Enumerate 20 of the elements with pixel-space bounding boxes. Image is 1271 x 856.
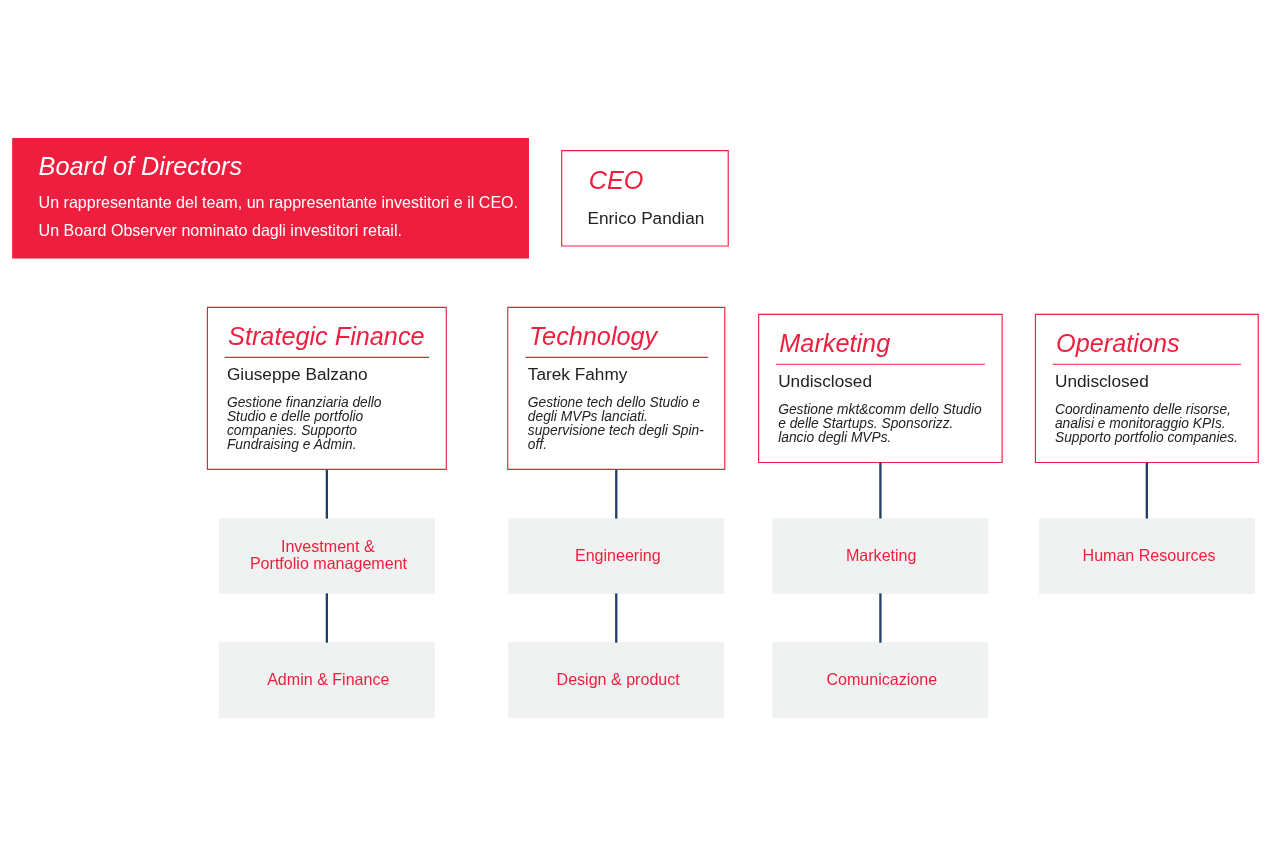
node-box: Board of Directors Un rappresentante del team, un rappresentante investitori e il CEO. Un Board Observer nominato dagli investitori retail. — [12, 138, 529, 259]
node-box: Marketing Undisclosed Gestione mkt&comm dello Studio e delle Startups. Sponsorizz. lancio degli MVPs. — [758, 313, 1003, 464]
node-box: Investment & Portfolio management — [218, 518, 435, 594]
node-box: Engineering — [508, 518, 725, 594]
node-box: Marketing — [772, 518, 989, 594]
connector — [615, 593, 618, 643]
connector — [1145, 462, 1148, 519]
node-box: Strategic Finance Giuseppe Balzano Gestione finanziaria dello Studio e delle portfolio companies. Supporto Fundraising e Admin. — [206, 306, 447, 470]
connector — [879, 462, 882, 519]
node-box: Operations Undisclosed Coordinamento delle risorse, analisi e monitoraggio KPIs. Supporto portfolio companies. — [1034, 313, 1259, 464]
node-box: CEO Enrico Pandian — [561, 150, 729, 247]
node-box: Admin & Finance — [218, 642, 435, 718]
connector — [615, 469, 618, 519]
node-box: Technology Tarek Fahmy Gestione tech dello Studio e degli MVPs lanciati. supervisione tech degli Spin-off. — [507, 306, 726, 470]
connector — [879, 593, 882, 643]
node-box: Comunicazione — [772, 642, 989, 718]
node-box: Human Resources — [1038, 518, 1255, 594]
node-box: Design & product — [508, 642, 725, 718]
connector — [325, 593, 328, 643]
connector — [325, 469, 328, 519]
